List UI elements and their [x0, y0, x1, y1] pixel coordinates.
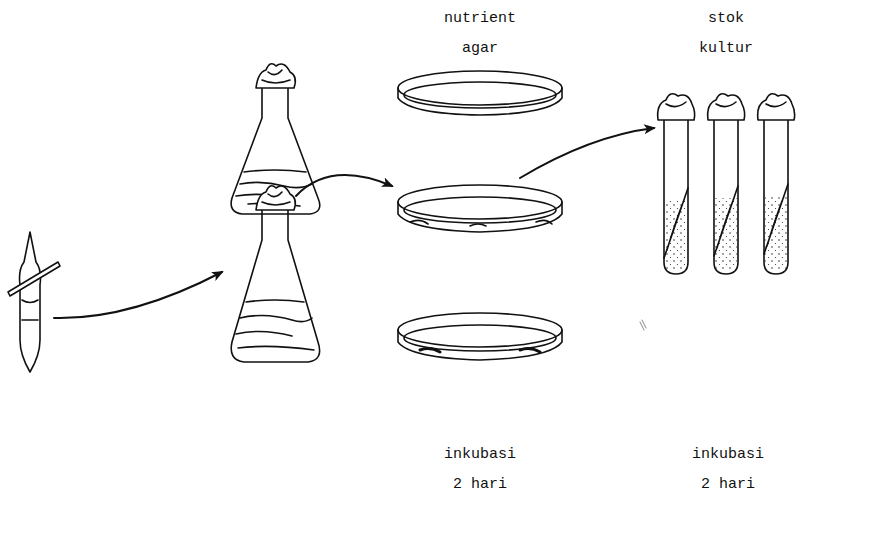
media-label: nutrient agar	[432, 4, 528, 64]
ampoule	[8, 232, 60, 372]
flask-top	[231, 64, 320, 214]
slant-tubes	[658, 94, 795, 274]
stock-label: stok kultur	[690, 4, 762, 64]
incubation-label: inkubasi 2 hari	[686, 440, 770, 500]
flask-bottom	[231, 186, 319, 362]
petri-dish-top	[398, 71, 562, 115]
petri-dish-bottom	[398, 313, 562, 360]
incubation-label: inkubasi 2 hari	[438, 440, 522, 500]
scan-mark	[640, 320, 646, 330]
petri-dish-middle	[398, 185, 562, 232]
process-arrows	[54, 128, 654, 318]
